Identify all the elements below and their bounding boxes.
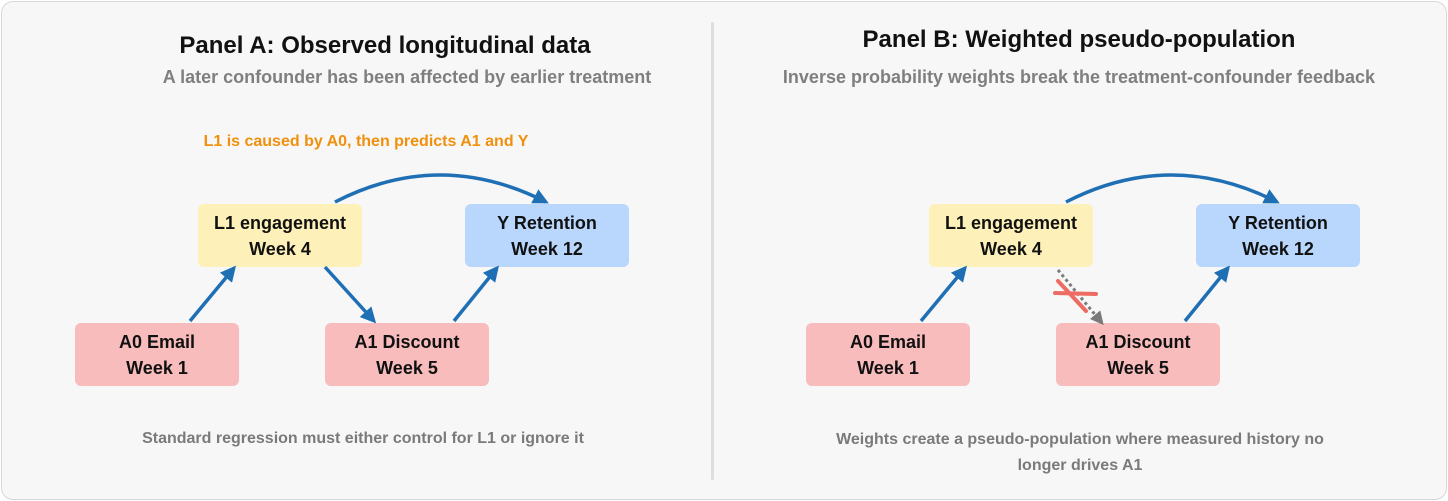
panel-b-subtitle: Inverse probability weights break the tr… [782, 67, 1376, 87]
panel-b-title: Panel B: Weighted pseudo-population [862, 26, 1296, 53]
panel-b-node-l1: L1 engagement Week 4 [929, 204, 1093, 267]
node-week: Week 4 [249, 238, 311, 259]
panel-b-caption: Weights create a pseudo-population where… [760, 427, 1400, 479]
panel-b-caption-line2: longer drives A1 [1017, 457, 1143, 474]
panel-a-caption: Standard regression must either control … [142, 430, 584, 447]
panel-a-subtitle: A later confounder has been affected by … [162, 67, 652, 87]
node-week: Week 4 [980, 238, 1042, 259]
node-week: Week 12 [511, 238, 583, 259]
panel-a-node-l1: L1 engagement Week 4 [198, 204, 362, 267]
node-label: Y Retention [497, 212, 597, 233]
node-label: A0 Email [118, 331, 196, 352]
node-week: Week 5 [376, 357, 438, 378]
panel-divider [711, 22, 714, 480]
node-week: Week 1 [857, 357, 919, 378]
node-label: A1 Discount [354, 331, 460, 352]
panel-a-annotation: L1 is caused by A0, then predicts A1 and… [203, 133, 529, 150]
panel-a-node-a0: A0 Email Week 1 [75, 323, 239, 386]
panel-b-node-y: Y Retention Week 12 [1196, 204, 1360, 267]
node-label: L1 engagement [213, 212, 347, 233]
panel-a-title: Panel A: Observed longitudinal data [179, 32, 591, 59]
node-label: A0 Email [849, 331, 927, 352]
node-label: L1 engagement [944, 212, 1078, 233]
panel-b-node-a1: A1 Discount Week 5 [1056, 323, 1220, 386]
panel-a-node-a1: A1 Discount Week 5 [325, 323, 489, 386]
panel-b-node-a0: A0 Email Week 1 [806, 323, 970, 386]
panel-a-node-y: Y Retention Week 12 [465, 204, 629, 267]
node-week: Week 5 [1107, 357, 1169, 378]
node-label: Y Retention [1228, 212, 1328, 233]
node-week: Week 1 [126, 357, 188, 378]
node-label: A1 Discount [1085, 331, 1191, 352]
node-week: Week 12 [1242, 238, 1314, 259]
panel-b-caption-line1: Weights create a pseudo-population where… [836, 431, 1324, 448]
